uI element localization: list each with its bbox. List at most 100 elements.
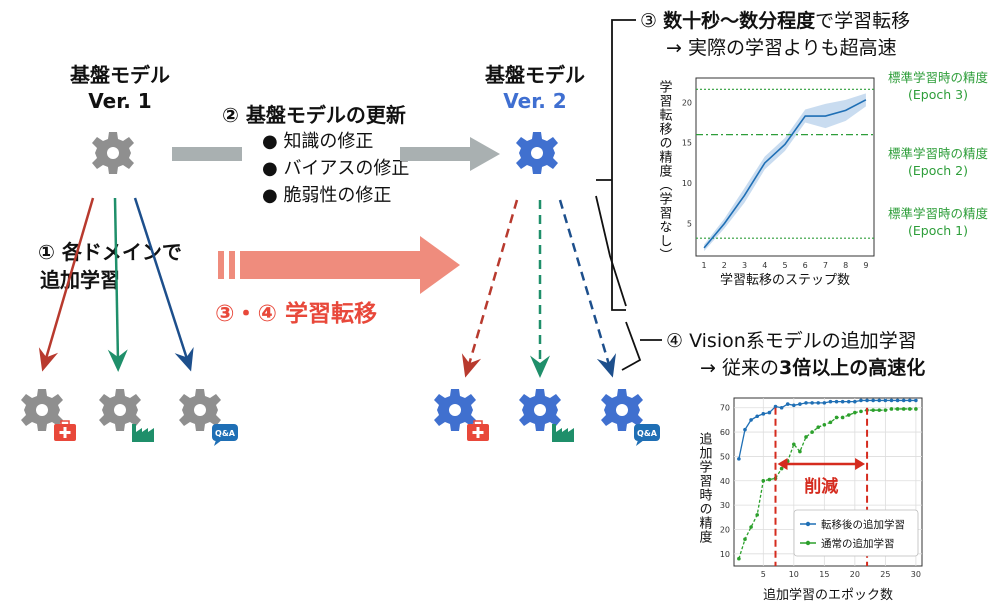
data-point — [840, 399, 845, 404]
bullet-item: ● 知識の修正 — [262, 131, 374, 152]
legend-box — [793, 509, 919, 557]
data-point — [761, 478, 766, 483]
gear-factory-icon — [519, 389, 574, 442]
reference-label: 標準学習時の精度 — [888, 70, 989, 85]
y-tick-label: 5 — [687, 220, 692, 229]
data-point — [816, 401, 821, 405]
data-point — [907, 398, 912, 403]
y-tick-label: 70 — [720, 404, 730, 413]
bullet-item: ● 脆弱性の修正 — [262, 185, 392, 206]
y-tick-label: 60 — [720, 428, 730, 437]
x-tick-label: 5 — [782, 261, 787, 270]
data-point — [907, 407, 912, 411]
data-point — [877, 408, 882, 412]
data-point — [871, 408, 875, 412]
y-tick-label: 10 — [720, 550, 730, 559]
step2-label: ② 基盤モデルの更新 — [222, 103, 406, 127]
x-axis-label: 学習転移のステップ数 — [720, 272, 850, 288]
data-point — [914, 398, 918, 403]
gear-qa-icon: Q&A — [179, 389, 238, 446]
left-model-title: 基盤モデル Ver. 1 — [70, 63, 170, 113]
data-point — [767, 410, 772, 415]
bullet-item: ● バイアスの修正 — [262, 158, 410, 179]
confidence-band — [704, 93, 866, 252]
step2-bullets: ● 知識の修正 ● バイアスの修正 ● 脆弱性の修正 — [262, 128, 409, 209]
data-point — [828, 420, 833, 425]
data-point — [822, 422, 827, 427]
step3-header: ③ 数十秒～数分程度で学習転移 → 実際の学習よりも超高速 — [640, 10, 911, 59]
data-point — [834, 399, 839, 404]
gear-medical-icon — [21, 389, 76, 441]
step34-label: ③・④ 学習転移 — [215, 301, 377, 327]
data-point — [767, 477, 772, 482]
x-tick-label: 5 — [761, 570, 766, 579]
data-point — [816, 425, 821, 430]
y-tick-label: 50 — [720, 452, 730, 461]
x-tick-label: 25 — [880, 570, 890, 579]
data-point — [840, 415, 845, 420]
data-point — [871, 398, 875, 403]
legend-marker — [805, 540, 811, 546]
x-tick-label: 20 — [850, 570, 860, 579]
data-point — [828, 399, 833, 404]
gear-icon — [92, 132, 134, 174]
data-point — [792, 403, 796, 408]
data-point — [901, 398, 906, 403]
data-point — [859, 409, 863, 414]
data-point — [822, 401, 827, 405]
svg-text:Q&A: Q&A — [215, 429, 236, 438]
transfer-arrow — [218, 236, 460, 294]
data-point — [798, 449, 802, 454]
data-point — [846, 399, 851, 404]
arrow-right-red — [461, 199, 519, 378]
data-point — [865, 398, 869, 403]
x-tick-label: 6 — [803, 261, 808, 270]
gear-icon — [516, 132, 558, 174]
y-tick-label: 30 — [720, 501, 730, 510]
y-tick-label: 10 — [682, 179, 692, 188]
y-tick-label: 40 — [720, 477, 730, 486]
data-point — [785, 402, 790, 406]
arrow-left-green — [107, 197, 128, 372]
data-point — [889, 407, 894, 411]
x-tick-label: 15 — [819, 570, 829, 579]
right-model-title: 基盤モデル Ver. 2 — [485, 63, 585, 113]
bracket-step3 — [596, 19, 636, 311]
data-point — [749, 418, 753, 422]
data-point — [779, 466, 784, 471]
data-point — [755, 414, 759, 419]
data-point — [834, 415, 839, 420]
data-point — [853, 399, 857, 404]
series-line — [703, 99, 867, 249]
data-point — [737, 457, 741, 461]
data-point — [779, 405, 784, 410]
reference-label: 標準学習時の精度 — [888, 146, 989, 161]
data-point — [743, 537, 747, 542]
step4-header: ④ Vision系モデルの追加学習 → 従来の3倍以上の高速化 — [666, 330, 926, 379]
data-point — [883, 408, 888, 412]
data-point — [810, 430, 814, 434]
y-axis-label: 追加学習時の精度 — [697, 431, 713, 544]
arrow-left-red — [38, 197, 95, 372]
plot-frame — [733, 397, 923, 567]
x-axis-label: 追加学習のエポック数 — [763, 587, 893, 603]
x-tick-label: 30 — [911, 570, 921, 579]
reduction-arrowhead — [855, 458, 866, 470]
data-point — [895, 398, 900, 403]
plot-frame — [695, 77, 875, 257]
data-point — [798, 402, 802, 406]
x-tick-label: 10 — [789, 570, 799, 579]
data-point — [859, 398, 863, 403]
x-tick-label: 4 — [762, 261, 767, 270]
x-tick-label: 9 — [863, 261, 868, 270]
legend-marker — [805, 521, 811, 527]
y-tick-label: 20 — [720, 525, 730, 534]
data-point — [914, 407, 918, 411]
svg-text:Q&A: Q&A — [637, 429, 658, 438]
data-point — [853, 410, 857, 415]
data-point — [743, 427, 747, 432]
x-tick-label: 1 — [702, 261, 707, 270]
data-point — [773, 404, 778, 409]
y-axis-label: 学習転移の精度（学習なし） — [657, 79, 673, 262]
